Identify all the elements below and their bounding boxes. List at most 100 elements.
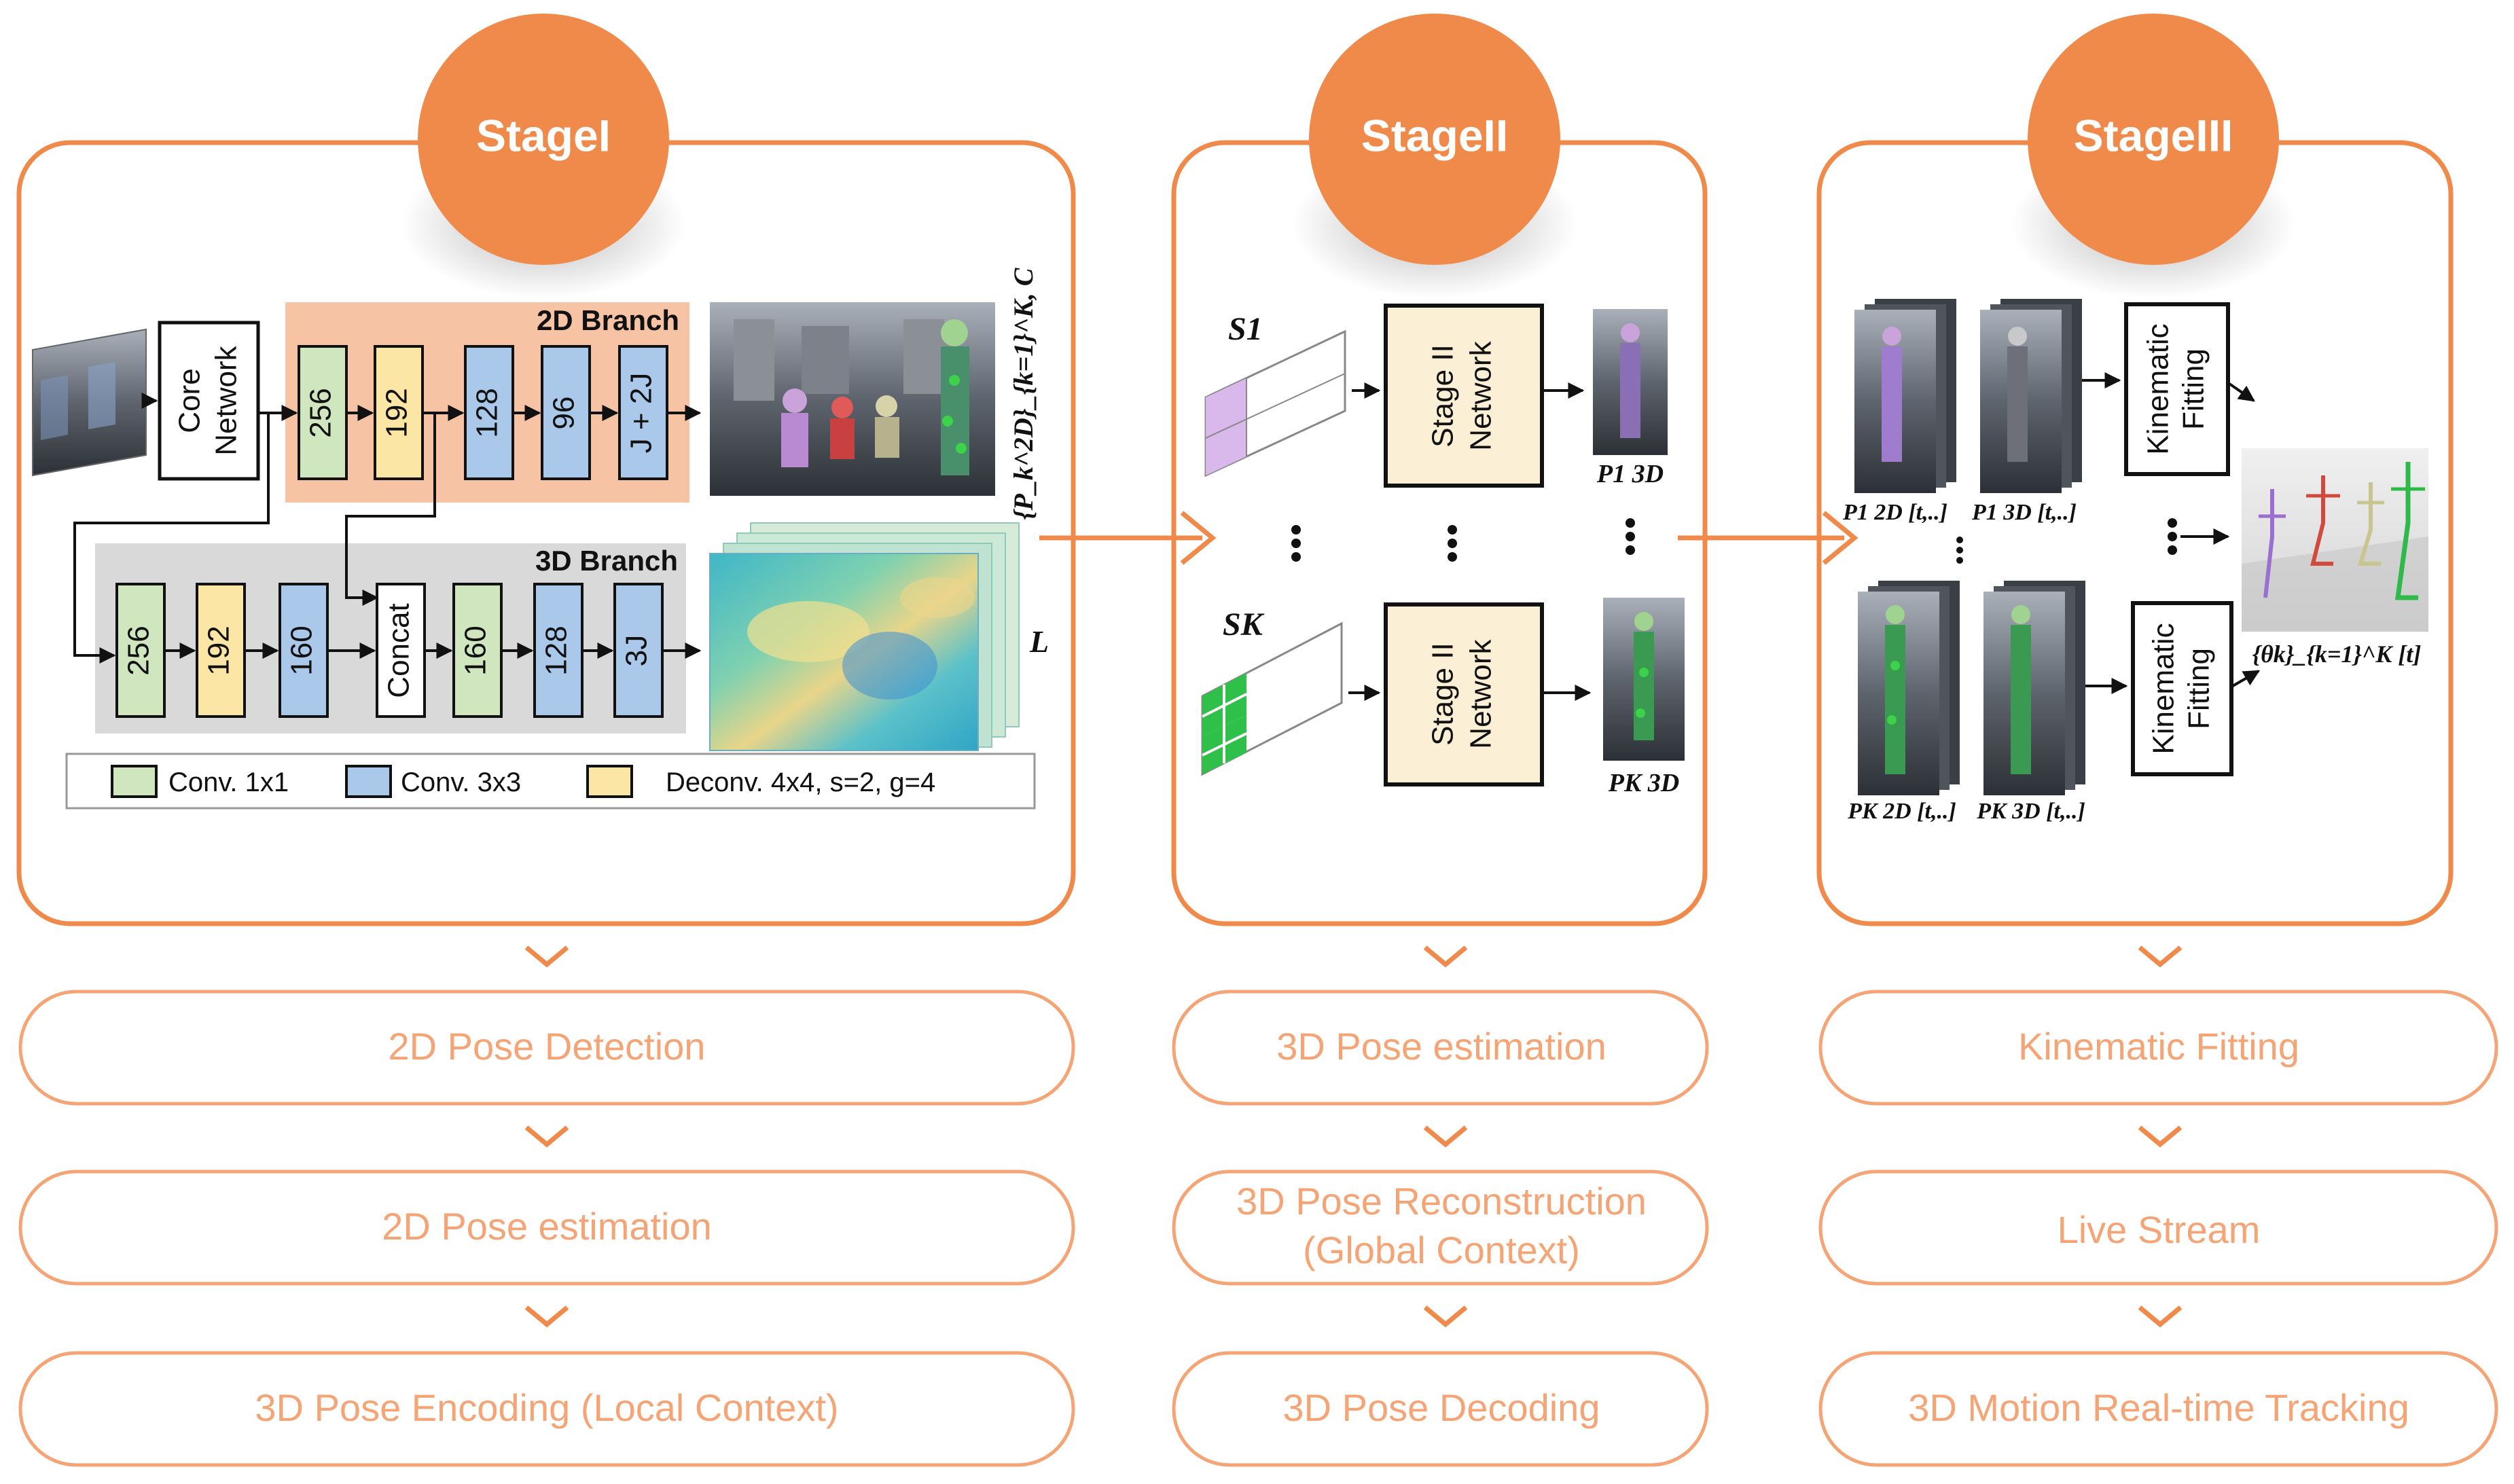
stage2-title: StageII [1361,110,1508,160]
connector-stage2-to-stage3 [1678,511,1858,565]
pill-3d-motion-tracking [1818,1351,2498,1467]
chevron-down-icon [1423,945,1468,968]
input-pk-2d-label: PK 2D [t,..] [1847,799,1956,824]
kinematic-fitting-box-bottom [2131,601,2233,776]
input-s1-label: S1 [1228,311,1263,347]
stage2-network-box-top [1384,304,1544,488]
layer-2d-192 [374,345,424,480]
legend-swatch-conv3x3 [345,765,392,798]
fitting-top-label-1: Kinematic [2142,323,2175,454]
layer-3d-192-label: 192 [202,626,236,675]
layer-3d-3j [613,583,664,718]
fitting-bottom-label-2: Fitting [2183,648,2216,729]
pill-3d-pose-reconstruction-label-2: (Global Context) [1303,1229,1580,1271]
pill-kinematic-fitting-label: Kinematic Fitting [2018,1025,2299,1068]
stage2-network-bottom-label-1: Stage II [1426,643,1460,746]
stage2-badge: StageII [1292,14,1577,299]
pill-2d-pose-detection [18,990,1075,1106]
input-s1-grid [1204,329,1346,477]
chevron-down-icon [1423,1125,1468,1148]
layer-3d-160a-label: 160 [285,626,319,675]
input-pk-3d-label: PK 3D [t,..] [1976,799,2085,824]
stack-p1-2d [1854,299,1956,493]
stage2-network-bottom-label-2: Network [1465,638,1498,748]
connector-stage1-to-stage2 [1039,511,1217,565]
core-network-label-1: Core [173,368,206,433]
layer-2d-j2j-label: J + 2J [625,373,658,454]
pill-3d-pose-reconstruction-label-1: 3D Pose Reconstruction [1236,1180,1647,1223]
chevron-down-icon [1423,1305,1468,1328]
chevron-down-icon [2138,1125,2183,1148]
pill-2d-pose-detection-label: 2D Pose Detection [389,1025,706,1068]
layer-3d-256-label: 256 [122,626,156,675]
layer-2d-256 [298,345,348,480]
core-network-box [158,321,260,481]
layer-3d-256 [115,583,166,718]
pill-3d-pose-estimation-label: 3D Pose estimation [1276,1025,1606,1068]
core-network-label-2: Network [210,345,243,455]
layer-legend: Conv. 1x1 Conv. 3x3 Deconv. 4x4, s=2, g=… [65,753,1036,810]
pill-3d-pose-estimation [1172,990,1709,1106]
layer-3d-160b-label: 160 [459,626,492,675]
layer-2d-128 [464,345,514,480]
layer-3d-128 [533,583,583,718]
skeleton-render [2242,448,2428,632]
stage1-badge: StageI [401,14,686,299]
chevron-down-icon [524,1305,569,1328]
pill-2d-pose-estimation-label: 2D Pose estimation [382,1205,712,1248]
output-p1-image [1593,309,1668,455]
pipeline-column-2: 3D Pose estimation 3D Pose Reconstructio… [1172,945,1709,1467]
stage3-title: StageIII [2074,110,2233,160]
stack-pk-3d [1983,581,2085,795]
layer-2d-128-label: 128 [471,388,504,437]
stack-p1-3d [1980,299,2082,493]
layer-3d-concat-label: Concat [382,603,416,698]
branch-3d-label: 3D Branch [535,545,678,577]
stage3-ellipsis [1956,518,2177,564]
legend-deconv: Deconv. 4x4, s=2, g=4 [666,767,935,797]
output-3d-label: L [1029,624,1049,659]
layer-2d-96 [541,345,591,480]
chevron-down-icon [524,1125,569,1148]
pill-3d-pose-encoding [18,1351,1075,1467]
legend-swatch-deconv [586,765,633,798]
fitting-top-label-2: Fitting [2177,348,2210,430]
pill-3d-motion-tracking-label: 3D Motion Real-time Tracking [1908,1386,2409,1429]
output-pk-label: PK 3D [1608,769,1680,797]
legend-swatch-conv1x1 [111,765,158,798]
input-sk-grid [1201,621,1343,776]
pill-3d-pose-decoding-label: 3D Pose Decoding [1283,1386,1600,1429]
stage2-network-box-bottom [1384,602,1544,786]
layer-2d-256-label: 256 [304,388,338,437]
stage2-content: S1 Stage II Network P1 3D SK [1201,304,1685,797]
stage2-network-top-label-2: Network [1465,340,1498,450]
layer-3d-192 [196,583,246,718]
pill-3d-pose-decoding [1172,1351,1709,1467]
heatmap-2d-output-image [710,302,995,496]
pill-2d-pose-estimation [18,1170,1075,1286]
output-pk-image [1603,598,1685,761]
stage1-content: Core Network 2D Branch 3D Branch 256 192… [32,267,1049,810]
input-p1-3d-label: P1 3D [t,..] [1971,500,2077,525]
output-p1-label: P1 3D [1596,460,1664,488]
chevron-down-icon [524,945,569,968]
pill-live-stream-label: Live Stream [2058,1208,2261,1251]
input-image [32,328,147,477]
ellipsis-dots [1291,518,1635,562]
layer-3d-160a [279,583,329,718]
layer-2d-192-label: 192 [380,388,414,437]
stage3-badge: StageIII [2011,14,2296,299]
chevron-down-icon [2138,945,2183,968]
input-sk-label: SK [1223,607,1265,643]
layer-3d-3j-label: 3J [620,635,653,666]
location-map-stack [709,522,1020,751]
stage2-network-top-label-1: Stage II [1426,344,1460,448]
chevron-down-icon [2138,1305,2183,1328]
stack-pk-2d [1858,581,1960,795]
layer-2d-j2j [618,345,668,480]
pill-3d-pose-reconstruction [1172,1170,1709,1286]
legend-conv3x3: Conv. 3x3 [401,767,521,797]
layer-3d-concat [376,583,426,718]
output-2d-label: {P_k^2D}_{k=1}^K, C [1008,267,1039,520]
